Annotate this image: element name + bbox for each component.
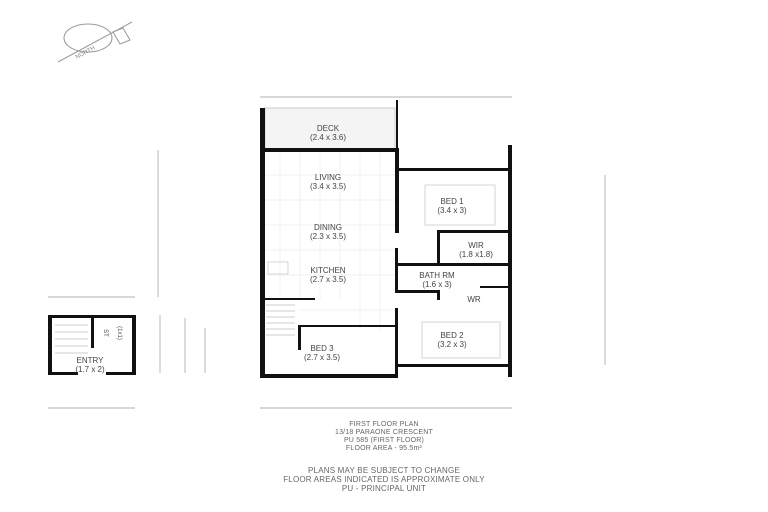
room-st-name: ST [102, 329, 108, 337]
room-kitchen-size: (2.7 x 3.5) [310, 275, 346, 284]
room-dining-name: DINING [314, 223, 342, 232]
room-deck-size: (2.4 x 3.6) [310, 133, 346, 142]
room-entry-name: ENTRY [77, 356, 105, 365]
room-living-size: (3.4 x 3.5) [310, 182, 346, 191]
furniture [267, 184, 501, 359]
north-compass: NORTH [57, 21, 133, 63]
room-wr-name: WR [467, 295, 481, 304]
disclaimer-line-1: PLANS MAY BE SUBJECT TO CHANGE [308, 466, 460, 475]
disclaimer: PLANS MAY BE SUBJECT TO CHANGE FLOOR ARE… [0, 466, 768, 493]
room-bed2-name: BED 2 [440, 331, 464, 340]
room-dining-size: (2.3 x 3.5) [310, 232, 346, 241]
stairs [55, 304, 295, 354]
room-st-size: (1x1) [116, 326, 122, 340]
plan-title: FIRST FLOOR PLAN [349, 421, 419, 428]
walls [48, 100, 512, 378]
room-bed3-size: (2.7 x 3.5) [304, 353, 340, 362]
room-bed2-size: (3.2 x 3) [437, 340, 467, 349]
room-entry-size: (1.7 x 2) [75, 365, 105, 374]
plan-floor-area: FLOOR AREA - 95.5m² [345, 445, 423, 452]
room-kitchen-name: KITCHEN [310, 266, 345, 275]
room-bed3-name: BED 3 [310, 344, 334, 353]
compass-label: NORTH [75, 45, 97, 60]
room-wir-size: (1.8 x1.8) [459, 250, 493, 259]
plan-address: 13/18 PARAONE CRESCENT [334, 429, 434, 436]
room-living-name: LIVING [315, 173, 341, 182]
room-bed1-size: (3.4 x 3) [437, 206, 467, 215]
room-deck-name: DECK [317, 124, 340, 133]
dimension-lines [48, 96, 606, 409]
deck-area [264, 107, 396, 151]
floor-grid [265, 152, 396, 330]
room-wir-name: WIR [468, 241, 484, 250]
disclaimer-line-2: FLOOR AREAS INDICATED IS APPROXIMATE ONL… [283, 475, 485, 484]
room-bath-size: (1.6 x 3) [422, 280, 452, 289]
disclaimer-line-3: PU - PRINCIPAL UNIT [341, 484, 427, 493]
room-labels: DECK (2.4 x 3.6) LIVING (3.4 x 3.5) DINI… [75, 124, 493, 374]
plan-info: FIRST FLOOR PLAN 13/18 PARAONE CRESCENT … [0, 421, 768, 453]
plan-unit: PU 585 (FIRST FLOOR) [343, 437, 425, 444]
room-bath-name: BATH RM [419, 271, 455, 280]
room-bed1-name: BED 1 [440, 197, 464, 206]
